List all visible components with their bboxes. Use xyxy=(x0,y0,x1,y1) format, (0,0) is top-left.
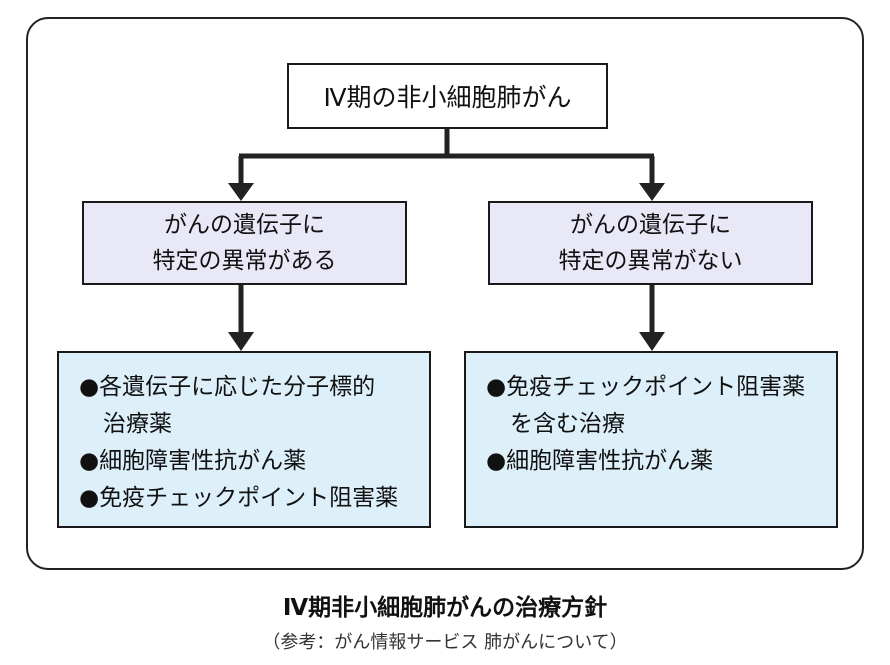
arrow-head-right-condition xyxy=(639,183,665,201)
arrow-head-right-treatment xyxy=(639,332,665,351)
treatment-item: ●細胞障害性抗がん薬 xyxy=(79,448,307,474)
treatment-item: ●免疫チェックポイント阻害薬 xyxy=(486,374,806,400)
treatment-item: ●各遺伝子に応じた分子標的 xyxy=(79,374,376,400)
condition-node-without-mutation: がんの遺伝子に 特定の異常がない xyxy=(488,201,813,285)
figure-caption-title: Ⅳ期非小細胞肺がんの治療方針 xyxy=(282,595,608,621)
figure-caption-source: （参考：がん情報サービス 肺がんについて） xyxy=(262,632,628,653)
condition-line: がんの遺伝子に xyxy=(570,212,731,238)
root-node: Ⅳ期の非小細胞肺がん xyxy=(287,63,608,129)
treatment-item-continuation: 治療薬 xyxy=(103,411,172,437)
arrow-head-left-treatment xyxy=(228,332,254,351)
treatment-node-without-mutation: ●免疫チェックポイント阻害薬 を含む治療 ●細胞障害性抗がん薬 xyxy=(464,351,838,528)
treatment-item-continuation: を含む治療 xyxy=(510,411,625,437)
treatment-item: ●細胞障害性抗がん薬 xyxy=(486,448,714,474)
condition-line: がんの遺伝子に xyxy=(164,212,325,238)
condition-node-with-mutation: がんの遺伝子に 特定の異常がある xyxy=(82,201,407,285)
condition-line: 特定の異常がない xyxy=(558,248,743,274)
treatment-item: ●免疫チェックポイント阻害薬 xyxy=(79,485,399,511)
condition-line: 特定の異常がある xyxy=(152,248,337,274)
treatment-node-with-mutation: ●各遺伝子に応じた分子標的 治療薬 ●細胞障害性抗がん薬 ●免疫チェックポイント… xyxy=(57,351,431,528)
root-label: Ⅳ期の非小細胞肺がん xyxy=(323,83,572,112)
arrow-head-left-condition xyxy=(228,183,254,201)
